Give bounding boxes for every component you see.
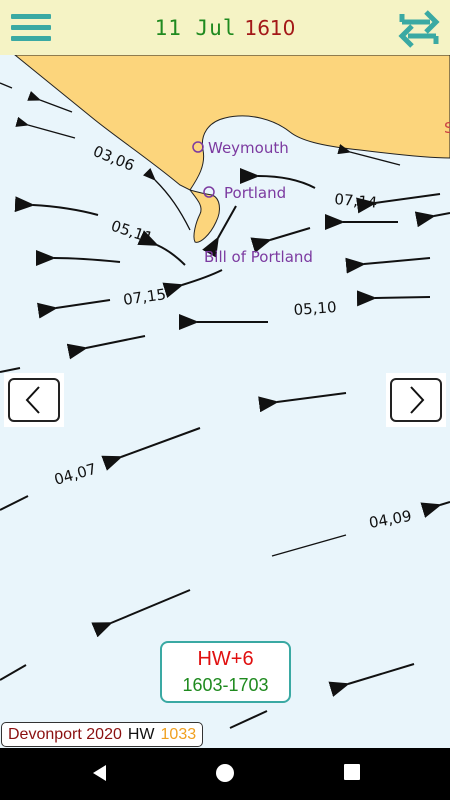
- map-canvas: 03,06 05,11 07,15 05,10 07,14 04,07 04,0…: [0, 55, 450, 729]
- rate-label: 05,10: [293, 298, 337, 319]
- portland-peninsula: [188, 189, 220, 243]
- top-bar: 11 Jul 1610: [0, 0, 450, 55]
- previous-button[interactable]: [4, 373, 64, 427]
- port-name: Devonport 2020: [8, 726, 122, 743]
- place-label-bill-of-portland: Bill of Portland: [204, 248, 313, 266]
- date-label: 11 Jul: [154, 15, 237, 40]
- date-time-title: 11 Jul 1610: [155, 16, 296, 40]
- tide-offset-box[interactable]: HW+6 1603-1703: [160, 641, 291, 703]
- system-navigation-bar: [0, 748, 450, 800]
- back-triangle-icon[interactable]: [90, 763, 110, 787]
- rate-label: 04,07: [52, 460, 98, 489]
- rate-label: 07,14: [334, 190, 378, 212]
- time-label: 1610: [244, 15, 296, 40]
- chevron-right-icon: [390, 378, 442, 422]
- home-circle-icon[interactable]: [215, 763, 235, 787]
- rate-label: 04,09: [368, 507, 413, 532]
- place-label-portland: Portland: [224, 184, 286, 202]
- tidal-arrows: [0, 82, 450, 729]
- hw-time: 1033: [160, 726, 197, 743]
- weymouth-marker: [192, 141, 204, 153]
- recents-square-icon[interactable]: [343, 763, 361, 785]
- chevron-left-icon: [8, 378, 60, 422]
- edge-partial-label: S: [444, 119, 450, 137]
- place-label-weymouth: Weymouth: [208, 139, 289, 157]
- hamburger-menu-icon[interactable]: [8, 8, 56, 48]
- next-button[interactable]: [386, 373, 446, 427]
- portland-marker: [203, 186, 215, 198]
- tidal-stream-map[interactable]: 03,06 05,11 07,15 05,10 07,14 04,07 04,0…: [0, 55, 450, 748]
- hw-label: HW: [127, 726, 155, 743]
- rate-label: 07,15: [122, 285, 167, 309]
- coastline-land: [14, 55, 450, 191]
- time-range: 1603-1703: [182, 675, 269, 695]
- hw-offset: HW+6: [197, 648, 254, 670]
- port-info-bar[interactable]: Devonport 2020 HW 1033: [1, 722, 204, 747]
- rate-label: 05,11: [109, 217, 155, 247]
- swap-arrows-icon[interactable]: [396, 6, 442, 50]
